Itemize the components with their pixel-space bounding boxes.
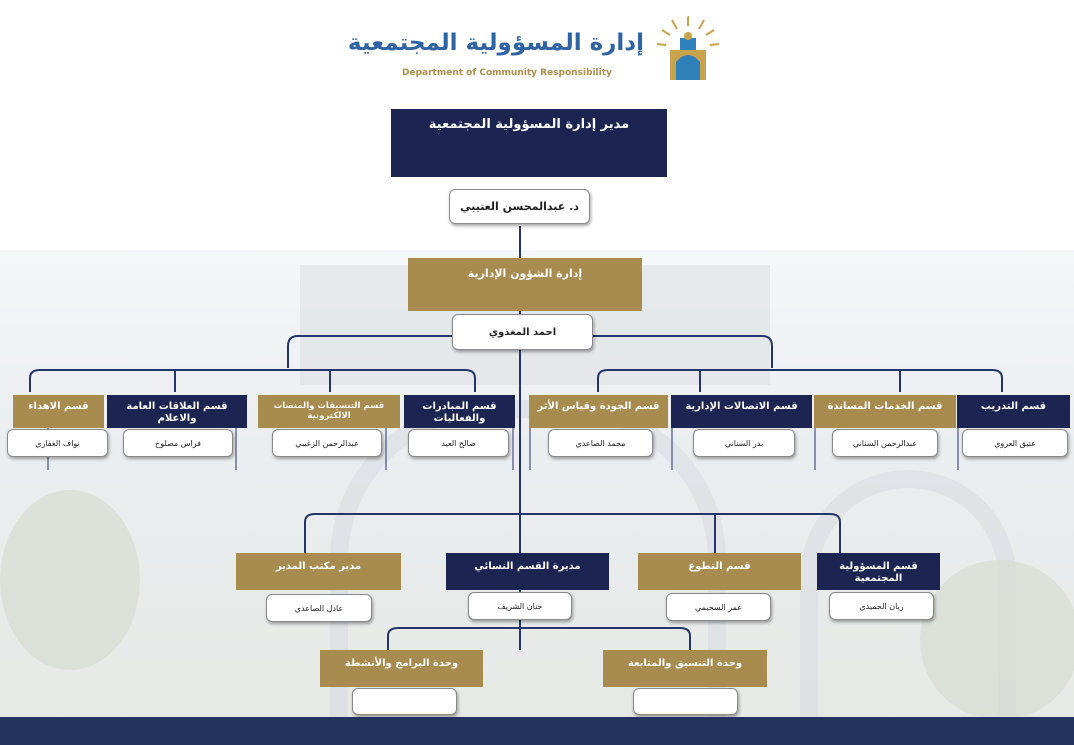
section-name-training: عتيق العروي bbox=[962, 429, 1068, 457]
unit-box-programs: وحدة البرامج والأنشطة bbox=[320, 650, 483, 687]
footer-social-text: IU_Community bbox=[676, 7, 765, 21]
unit-box-coordination: وحدة التنسيق والمتابعة bbox=[603, 650, 767, 687]
globe-icon: ◍ bbox=[288, 5, 306, 23]
director-title-box: مدير إدارة المسؤولية المجتمعية bbox=[391, 109, 667, 177]
mail-icon: ✉ bbox=[470, 5, 488, 23]
section-box-gifts: قسم الاهداء bbox=[13, 395, 104, 428]
section-box-training: قسم التدريب bbox=[957, 395, 1070, 428]
section-name-office-manager: عادل الصاعدي bbox=[266, 594, 372, 622]
admin-affairs-name: احمد المغذوي bbox=[452, 314, 593, 350]
section-box-quality: قسم الجودة وقياس الأثر bbox=[529, 395, 668, 428]
section-box-electronic-platforms: قسم التنسيقات والمنصات الالكترونية bbox=[258, 395, 400, 428]
section-box-public-relations: قسم العلاقات العامة والاعلام bbox=[107, 395, 247, 428]
section-box-women-section: مديرة القسم النسائي bbox=[446, 553, 609, 590]
section-name-quality: محمد الصاعدي bbox=[548, 429, 653, 457]
director-name: د. عبدالمحسن العتيبي bbox=[449, 189, 590, 224]
x-icon: X bbox=[655, 5, 673, 23]
footer-website-text: www.iu.edu.sa/dept-001 bbox=[309, 6, 488, 22]
header-title-ar: إدارة المسؤولية المجتمعية bbox=[347, 30, 644, 56]
background-tree-left bbox=[0, 490, 140, 670]
section-box-office-manager: مدير مكتب المدير bbox=[236, 553, 401, 590]
section-name-public-relations: فراس مصلوخ bbox=[123, 429, 233, 457]
footer-bar bbox=[0, 717, 1074, 745]
section-box-volunteering: قسم التطوع bbox=[638, 553, 801, 590]
background-tree-right bbox=[920, 560, 1074, 720]
footer-pill-3 bbox=[77, 717, 97, 745]
section-box-support-services: قسم الخدمات المساندة bbox=[814, 395, 956, 428]
footer-pill-1 bbox=[14, 717, 34, 745]
section-name-admin-communications: بدر السناني bbox=[693, 429, 795, 457]
section-name-women-section: حنان الشريف bbox=[468, 592, 572, 620]
footer-social[interactable]: X IU_Community bbox=[655, 0, 765, 28]
university-logo bbox=[656, 16, 720, 80]
section-name-volunteering: عمر السحيمي bbox=[666, 593, 771, 621]
footer-email[interactable]: ✉ ccd@iu.edu.sa bbox=[470, 0, 596, 28]
footer-pill-2 bbox=[44, 717, 64, 745]
section-name-electronic-platforms: عبدالرحمن الزغيبي bbox=[272, 429, 382, 457]
section-box-admin-communications: قسم الاتصالات الإدارية bbox=[671, 395, 812, 428]
section-name-gifts: نواف الغفاري bbox=[7, 429, 108, 457]
section-name-community-responsibility: ريان الحميدي bbox=[829, 592, 934, 620]
section-box-initiatives: قسم المبادرات والفعاليات bbox=[404, 395, 515, 428]
section-name-support-services: عبدالرحمن السناني bbox=[832, 429, 938, 457]
admin-affairs-title-box: إدارة الشؤون الإدارية bbox=[408, 258, 642, 311]
section-name-initiatives: صالح العيد bbox=[408, 429, 509, 457]
footer-email-text: ccd@iu.edu.sa bbox=[491, 6, 597, 22]
section-box-community-responsibility: قسم المسؤولية المجتمعية bbox=[817, 553, 940, 590]
header-title-en: Department of Community Responsibility bbox=[402, 68, 612, 78]
unit-name-coordination bbox=[633, 688, 738, 715]
unit-name-programs bbox=[352, 688, 457, 715]
footer-website[interactable]: ◍ www.iu.edu.sa/dept-001 bbox=[288, 0, 488, 28]
